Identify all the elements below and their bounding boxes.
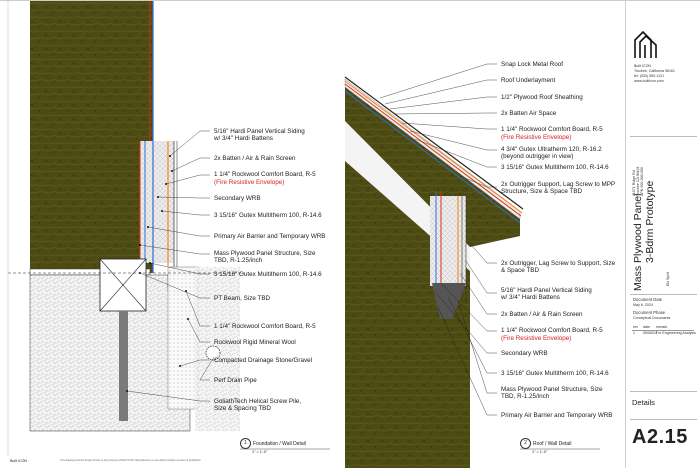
callout-air-barrier-left: Primary Air Barrier and Temporary WRB [214, 233, 326, 240]
callout-gutex-left: 3 15/16" Gutex Multitherm 100, R-14.6 [214, 212, 322, 219]
callout-fire-envelope-left: (Fire Resistive Envelope) [214, 179, 285, 186]
callout-rockwool-roof: 1 1/4" Rockwool Comfort Board, R-5 [501, 126, 603, 133]
callout-fire-envelope-right: (Fire Resistive Envelope) [501, 335, 572, 342]
doc-date-label: Document Date [633, 297, 663, 302]
sheet-number: A2.15 [632, 426, 688, 448]
caption-roof-title: Roof / Wall Detail [533, 440, 572, 447]
rev-header-date: date [643, 325, 650, 329]
project-owner: Elk Spirit [666, 271, 670, 286]
callout-drainage-stone: Compacted Drainage Stone/Gravel [214, 357, 313, 364]
callout-batten-air-space: 2x Batten Air Space [501, 110, 557, 117]
callout-hardi-siding-left: 5/16" Hardi Panel Vertical Siding w/ 3/4… [214, 128, 305, 143]
firm-line-1: Truckee, California 96161 [634, 69, 676, 73]
callout-gutex-right: 3 15/16" Gutex Multitherm 100, R-14.6 [501, 370, 609, 377]
callout-gutex-roof: 3 15/16" Gutex Multitherm 100, R-14.6 [501, 164, 609, 171]
firm-line-2: tel: (530) 550-1121 [634, 74, 665, 78]
callout-screw-pile: GoliathTech Helical Screw Pile, Size & S… [214, 398, 302, 413]
title-block: Built ICON Truckee, California 96161 tel… [625, 1, 700, 468]
callout-metal-roof: Snap Lock Metal Roof [501, 61, 563, 68]
callout-batten-left: 2x Batten / Air & Rain Screen [214, 155, 296, 162]
detail-number-2: 2 [520, 438, 531, 449]
callout-outrigger: 2x Outrigger, Lag Screw to Support, Size… [501, 260, 616, 275]
callout-mass-plywood-right: Mass Plywood Panel Structure, Size TBD, … [501, 386, 603, 401]
sheet-title: Details [632, 398, 655, 407]
firm-name: Built ICON [634, 64, 651, 68]
rev-row-remark: For Engineering Analysis [656, 331, 696, 335]
callout-secondary-wrb-right: Secondary WRB [501, 350, 548, 357]
doc-phase: Conceptual Documents [633, 316, 671, 320]
tb-divider-4 [630, 419, 697, 420]
doc-phase-label: Document Phase [633, 310, 666, 315]
built-icon-logo [634, 31, 657, 58]
callout-secondary-wrb-left: Secondary WRB [214, 195, 261, 202]
callout-rockwool-right: 1 1/4" Rockwool Comfort Board, R-5 [501, 327, 603, 334]
callout-rockwool-left: 1 1/4" Rockwool Comfort Board, R-5 [214, 171, 316, 178]
caption-foundation-scale: 1" = 1'-0" [252, 450, 268, 454]
doc-date: May 6, 2024 [633, 303, 653, 307]
callout-air-barrier-right: Primary Air Barrier and Temporary WRB [501, 412, 613, 419]
callout-outrigger-support: 2x Outrigger Support, Lag Screw to MPP S… [501, 181, 616, 196]
callout-rockwool-2-left: 1 1/4" Rockwool Comfort Board, R-5 [214, 323, 316, 330]
detail-number-1: 1 [240, 438, 251, 449]
callout-batten-right: 2x Batten / Air & Rain Screen [501, 311, 583, 318]
callout-drain-pipe: Perf Drain Pipe [214, 377, 257, 384]
rev-row-number: 1 [633, 331, 635, 335]
callout-fire-envelope-roof: (Fire Resistive Envelope) [501, 134, 572, 141]
project-title-2: 3-Bdrm Prototype [644, 180, 656, 263]
callout-gutex-2-left: 3 15/16" Gutex Multitherm 100, R-14.6 [214, 271, 322, 278]
callout-mass-plywood-left: Mass Plywood Panel Structure, Size TBD, … [214, 250, 316, 265]
callout-pt-beam: PT Beam, Size TBD [214, 295, 271, 302]
callout-roof-underlayment: Roof Underlayment [501, 77, 556, 84]
rev-row-date: 05/06/24 [643, 331, 657, 335]
tb-divider-3 [630, 391, 697, 392]
callout-roof-sheathing: 1/2" Plywood Roof Sheathing [501, 94, 583, 101]
project-title-1: Mass Plywood Panel [632, 193, 644, 291]
rev-header-remark: remark [656, 325, 668, 329]
rev-divider [632, 330, 694, 331]
firm-line-3: www.builticon.com [634, 79, 664, 83]
caption-foundation-title: Foundation / Wall Detail [253, 440, 306, 447]
detail-graphics [7, 1, 600, 468]
tb-divider-1 [630, 136, 697, 137]
caption-roof-scale: 1" = 1'-0" [532, 450, 548, 454]
footer-note: This drawing and the design shown is the… [60, 459, 202, 462]
footer-firm: Built ICON [10, 459, 27, 463]
callout-hardi-siding-right: 5/16" Hardi Panel Vertical Siding w/ 3/4… [501, 287, 592, 302]
rev-header-rev: rev [633, 325, 638, 329]
callout-mineral-wool: Rockwool Rigid Mineral Wool [214, 339, 296, 346]
callout-gutex-ultratherm: 4 3/4" Gutex Ultratherm 120, R-16.2 (bey… [501, 146, 602, 161]
tb-divider-2 [630, 294, 697, 295]
